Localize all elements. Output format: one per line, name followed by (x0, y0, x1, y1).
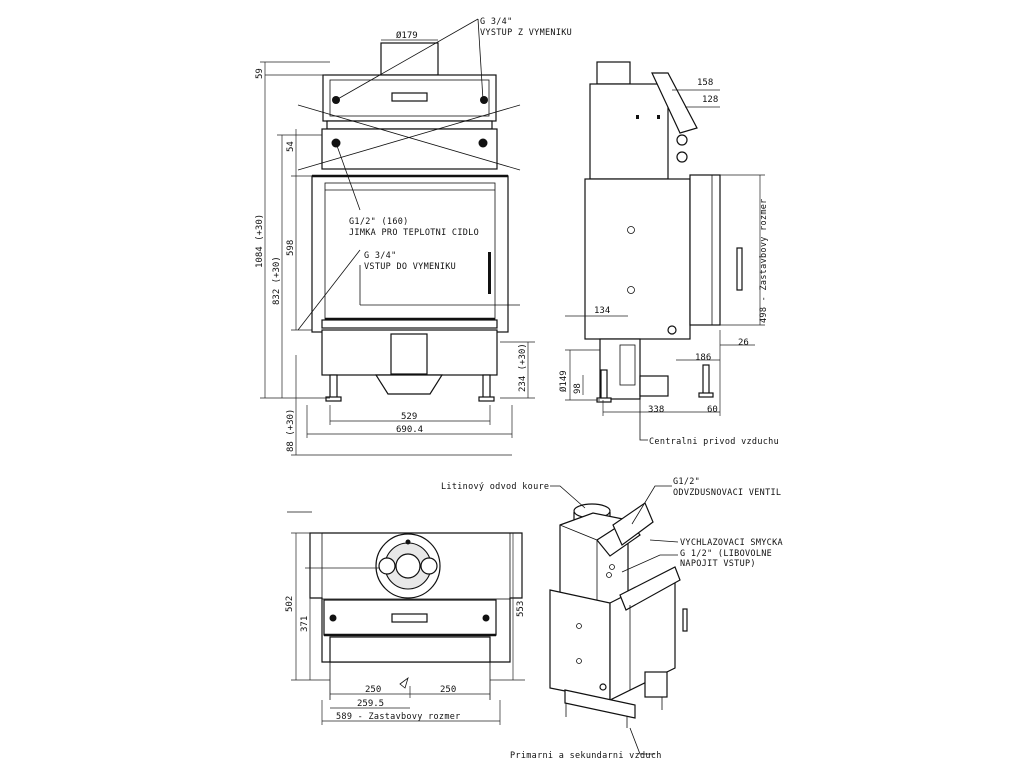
label-sensor-line1: G1/2" (160) (349, 217, 409, 227)
iso-view: Litinový odvod koure G1/2" ODVZDUSNOVACI… (441, 477, 783, 761)
front-firebox (311, 175, 509, 333)
dim-bottom: 88 (+30) (286, 409, 296, 452)
dim-134: 134 (594, 306, 610, 316)
label-outlet-line1: G 3/4" (480, 17, 513, 27)
label-primary-air: Primarni a sekundarni vzduch (510, 751, 662, 761)
side-handle (736, 247, 743, 291)
dim-690: 690.4 (396, 425, 423, 435)
dim-553: 553 (516, 601, 526, 617)
dim-598: 598 (286, 240, 296, 256)
label-vent-line2: ODVZDUSNOVACI VENTIL (673, 488, 781, 498)
dim-338: 338 (648, 405, 664, 415)
front-air-funnel (374, 374, 444, 395)
label-flue: Litinový odvod koure (441, 482, 549, 492)
side-main-body (584, 178, 691, 340)
side-view: 158 128 134 186 26 Ø149 98 338 60 498 - … (558, 61, 779, 447)
dim-54: 54 (286, 141, 296, 152)
side-door-frame (689, 174, 721, 326)
side-exchanger-body (589, 83, 669, 180)
label-sensor-line2: JIMKA PRO TEPLOTNI CIDLO (349, 228, 479, 238)
side-fitting-bottom-icon (667, 325, 677, 335)
dim-98: 98 (573, 383, 583, 394)
dim-589: 589 - Zastavbovy rozmer (336, 712, 461, 722)
top-view: 502 371 553 250 250 259.5 589 - Zastavbo… (285, 511, 526, 725)
dim-26: 26 (738, 338, 749, 348)
dim-371: 371 (300, 616, 310, 632)
top-flue-inner-ring (395, 553, 421, 579)
dim-top-offset: 59 (255, 68, 265, 79)
dim-158: 158 (697, 78, 713, 88)
iso-handle (682, 608, 688, 632)
front-upper-band (321, 128, 498, 170)
dim-250-left: 250 (365, 685, 381, 695)
dim-128: 128 (702, 95, 718, 105)
iso-exchanger-door (612, 502, 654, 546)
dim-149: Ø149 (558, 370, 569, 392)
label-inlet-line2: VSTUP DO VYMENIKU (364, 262, 456, 272)
label-inlet-line1: G 3/4" (364, 251, 397, 261)
dim-186: 186 (695, 353, 711, 363)
side-exchanger-door (651, 72, 698, 134)
dim-250-right: 250 (440, 685, 456, 695)
dim-total-height: 1084 (+30) (255, 214, 265, 268)
dim-234: 234 (+30) (518, 343, 528, 392)
top-handle (391, 613, 428, 623)
dim-502: 502 (285, 596, 295, 612)
front-flue-pipe (380, 42, 439, 76)
label-loop-line2: G 1/2" (LIBOVOLNE (680, 549, 772, 559)
iso-front-face (549, 589, 611, 701)
front-door-handle (488, 252, 491, 294)
label-loop-line1: VYCHLAZOVACI SMYCKA (680, 538, 783, 548)
side-fitting-upper-icon (676, 134, 688, 146)
front-handle (391, 92, 428, 102)
dim-259: 259.5 (357, 699, 384, 709)
dim-60: 60 (707, 405, 718, 415)
front-air-duct (390, 333, 428, 375)
label-vent-line1: G1/2" (673, 477, 700, 487)
front-foot-left (329, 374, 338, 400)
dim-498: 498 - Zastavbovy rozmer (759, 198, 769, 323)
front-foot-right (482, 374, 491, 400)
label-outlet-line2: VYSTUP Z VYMENIKU (480, 28, 572, 38)
dim-832: 832 (+30) (272, 256, 282, 305)
iso-base (564, 689, 636, 719)
label-central-air: Centralni privod vzduchu (649, 437, 779, 447)
dim-pipe-diameter: Ø179 (396, 30, 418, 41)
dim-529: 529 (401, 412, 417, 422)
front-sensor-right-icon (478, 138, 488, 148)
front-view: Ø179 59 54 1084 (+30) 832 (+30) 598 88 (… (255, 17, 572, 456)
side-fitting-lower-icon (676, 151, 688, 163)
label-loop-line3: NAPOJIT VSTUP) (680, 559, 756, 569)
top-air-lever-icon (399, 676, 409, 689)
side-flue-pipe (596, 61, 631, 85)
front-fitting-right-icon (480, 96, 488, 104)
